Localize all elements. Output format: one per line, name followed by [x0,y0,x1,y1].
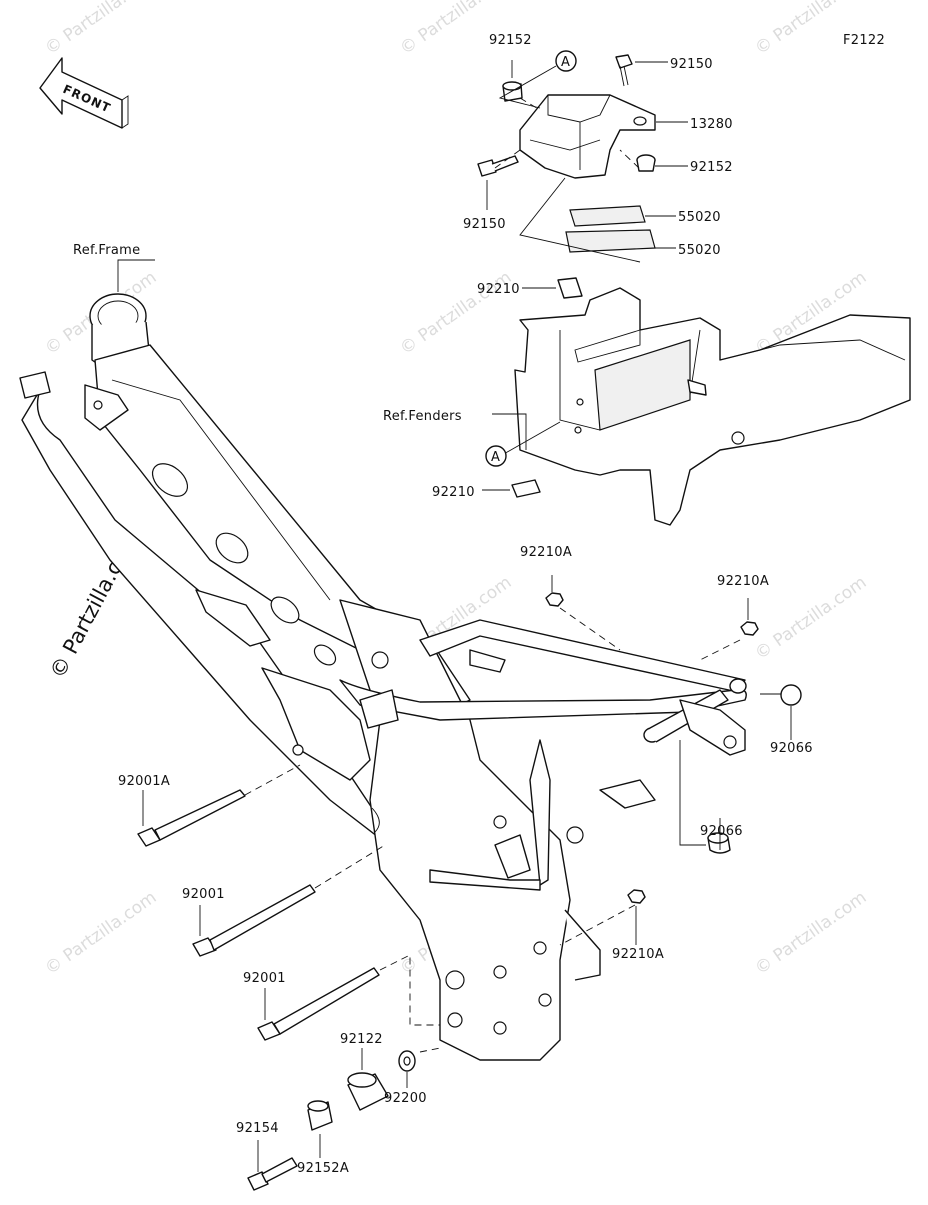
label-92210: 92210 [477,282,520,297]
label-92152: 92152 [690,160,733,175]
watermark: © Partzilla.com [751,887,870,979]
label-92122: 92122 [340,1032,383,1047]
callout-a-top: A [561,55,570,70]
label-92066: 92066 [700,824,743,839]
label-92001: 92001 [182,887,225,902]
label-55020: 55020 [678,210,721,225]
label-92001A: 92001A [118,774,170,789]
label-92001: 92001 [243,971,286,986]
leader-lines [117,60,792,1172]
label-55020: 55020 [678,243,721,258]
ref-fenders-label: Ref.Fenders [383,409,462,424]
callout-markers: A A [485,50,577,467]
label-92210A: 92210A [520,545,572,560]
watermark: © Partzilla.com [751,572,870,664]
part-labels: 92152 92150 13280 92152 92150 55020 5502… [73,33,813,1176]
main-frame [19,293,747,1061]
bracket-13280 [519,94,656,179]
watermark: © Partzilla.com [751,0,870,59]
label-92066: 92066 [770,741,813,756]
label-92210A: 92210A [612,947,664,962]
front-arrow-icon: FRONT [39,57,129,129]
label-92152A: 92152A [297,1161,349,1176]
ref-frame-label: Ref.Frame [73,243,140,258]
watermark: © Partzilla.com [41,0,160,59]
label-92210A: 92210A [717,574,769,589]
watermark: © Partzilla.com [396,0,515,59]
label-92150: 92150 [463,217,506,232]
figure-code: F2122 [843,33,885,48]
fender-battery-case [514,287,911,526]
label-92152: 92152 [489,33,532,48]
callout-a-bottom: A [491,450,500,465]
label-13280: 13280 [690,117,733,132]
label-92154: 92154 [236,1121,279,1136]
fasteners [137,54,802,1191]
watermark: © Partzilla.com [41,887,160,979]
alignment-lines [244,97,741,1053]
label-92150: 92150 [670,57,713,72]
label-92200: 92200 [384,1091,427,1106]
label-92210: 92210 [432,485,475,500]
